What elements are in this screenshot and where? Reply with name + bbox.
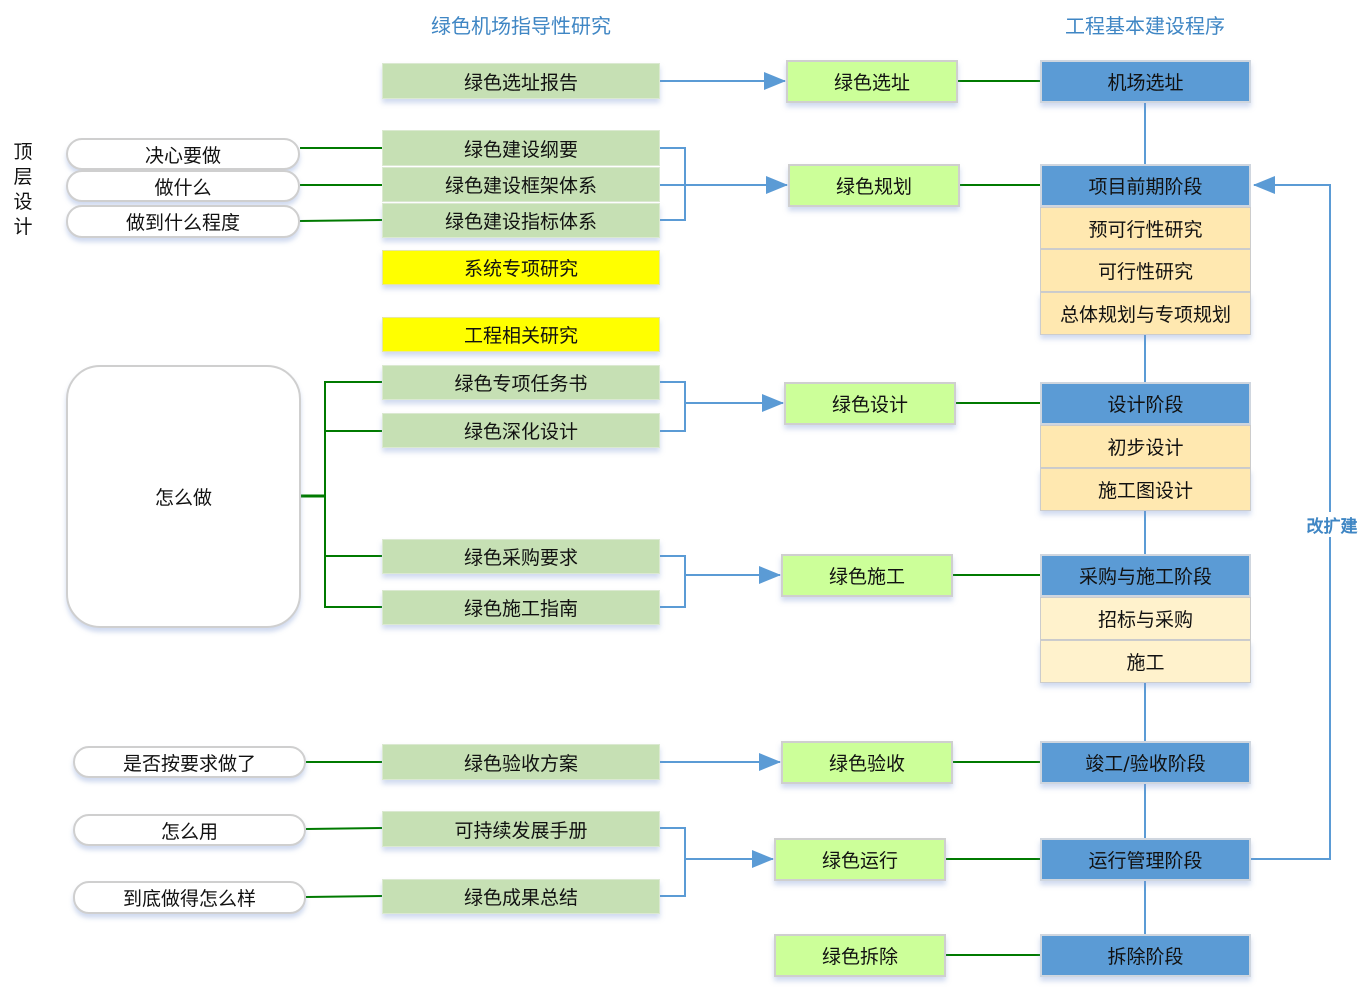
research-summary: 绿色成果总结	[382, 879, 660, 914]
research-deep-design: 绿色深化设计	[382, 413, 660, 448]
substage-preliminary-design: 初步设计	[1040, 425, 1251, 468]
stage-operation: 运行管理阶段	[1040, 838, 1251, 881]
link-use	[305, 827, 384, 830]
question-use: 怎么用	[73, 814, 306, 846]
question-extent: 做到什么程度	[66, 205, 300, 238]
bracket-design	[660, 381, 686, 432]
research-outline: 绿色建设纲要	[382, 130, 660, 166]
bracket-build	[660, 555, 686, 608]
question-result: 到底做得怎么样	[73, 881, 306, 914]
research-indicators: 绿色建设指标体系	[382, 203, 660, 238]
research-site-report: 绿色选址报告	[382, 63, 660, 99]
green-demolition: 绿色拆除	[774, 934, 946, 977]
green-site: 绿色选址	[786, 60, 958, 103]
expansion-label: 改扩建	[1305, 512, 1359, 537]
green-design: 绿色设计	[784, 382, 956, 425]
research-framework: 绿色建设框架体系	[382, 167, 660, 202]
substage-pre-feasibility: 预可行性研究	[1040, 207, 1251, 249]
link-result	[305, 895, 384, 898]
stage-acceptance: 竣工/验收阶段	[1040, 741, 1251, 784]
research-acceptance-plan: 绿色验收方案	[382, 744, 660, 780]
stage-demolition: 拆除阶段	[1040, 934, 1251, 977]
research-task-book: 绿色专项任务书	[382, 365, 660, 400]
stage-design: 设计阶段	[1040, 382, 1251, 425]
side-char: 层	[13, 166, 33, 188]
side-char: 设	[13, 191, 33, 213]
substage-bidding: 招标与采购	[1040, 597, 1251, 640]
question-commit: 决心要做	[66, 138, 300, 170]
bracket-operate	[660, 827, 686, 897]
question-check: 是否按要求做了	[73, 746, 306, 778]
research-system-study: 系统专项研究	[382, 250, 660, 285]
question-how: 怎么做	[66, 365, 301, 628]
link-how-tree	[324, 381, 383, 608]
substage-construction-drawing: 施工图设计	[1040, 468, 1251, 511]
green-construction: 绿色施工	[781, 554, 953, 597]
green-plan: 绿色规划	[788, 164, 960, 207]
substage-feasibility: 可行性研究	[1040, 249, 1251, 292]
side-label: 顶 层 设 计	[11, 140, 35, 240]
substage-construction: 施工	[1040, 640, 1251, 683]
link-q3	[299, 219, 384, 222]
side-char: 顶	[13, 141, 33, 163]
research-engineering-study: 工程相关研究	[382, 317, 660, 352]
substage-master-plan: 总体规划与专项规划	[1040, 292, 1251, 335]
left-header: 绿色机场指导性研究	[431, 14, 611, 38]
green-operation: 绿色运行	[774, 838, 946, 881]
question-what: 做什么	[66, 170, 300, 202]
research-procurement: 绿色采购要求	[382, 539, 660, 574]
research-handbook: 可持续发展手册	[382, 811, 660, 847]
right-header: 工程基本建设程序	[1065, 14, 1225, 38]
research-construction-guide: 绿色施工指南	[382, 590, 660, 625]
side-char: 计	[13, 216, 33, 238]
stage-procurement-construction: 采购与施工阶段	[1040, 554, 1251, 597]
stage-site-selection: 机场选址	[1040, 60, 1251, 103]
stage-preliminary: 项目前期阶段	[1040, 164, 1251, 207]
green-acceptance: 绿色验收	[781, 741, 953, 784]
